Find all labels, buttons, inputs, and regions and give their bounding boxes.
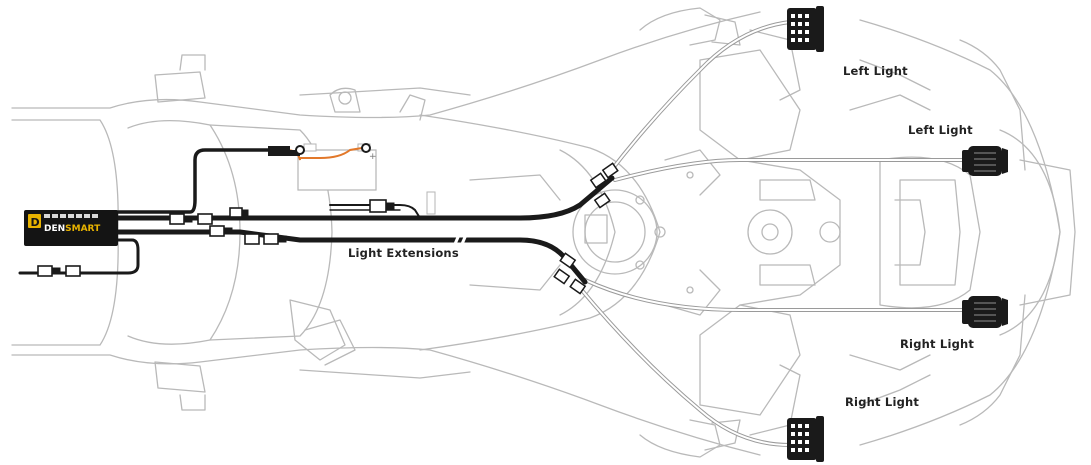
label-left-light-mid: Left Light xyxy=(908,123,973,137)
svg-text:+: + xyxy=(369,152,377,162)
connectors xyxy=(37,162,619,295)
label-right-light-mid: Right Light xyxy=(900,337,975,351)
light-pod-right-bottom xyxy=(787,416,824,462)
controller-brand: DENSMART xyxy=(44,224,101,234)
light-pod-left-top xyxy=(787,6,824,52)
label-left-light-top: Left Light xyxy=(843,64,908,78)
controller-brand-top: DEN xyxy=(44,224,65,234)
label-light-extensions: Light Extensions xyxy=(348,246,459,260)
controller-brand-bottom: SMART xyxy=(65,224,101,234)
light-extension-cables xyxy=(578,20,977,447)
motorcycle-outline xyxy=(11,7,1076,458)
battery: + xyxy=(268,143,377,191)
light-pod-right-mid xyxy=(962,296,1008,328)
densmart-controller: D DENSMART xyxy=(24,210,118,246)
label-right-light-bottom: Right Light xyxy=(845,395,920,409)
light-pod-left-mid xyxy=(962,146,1008,176)
controller-logo-letter: D xyxy=(31,216,40,229)
